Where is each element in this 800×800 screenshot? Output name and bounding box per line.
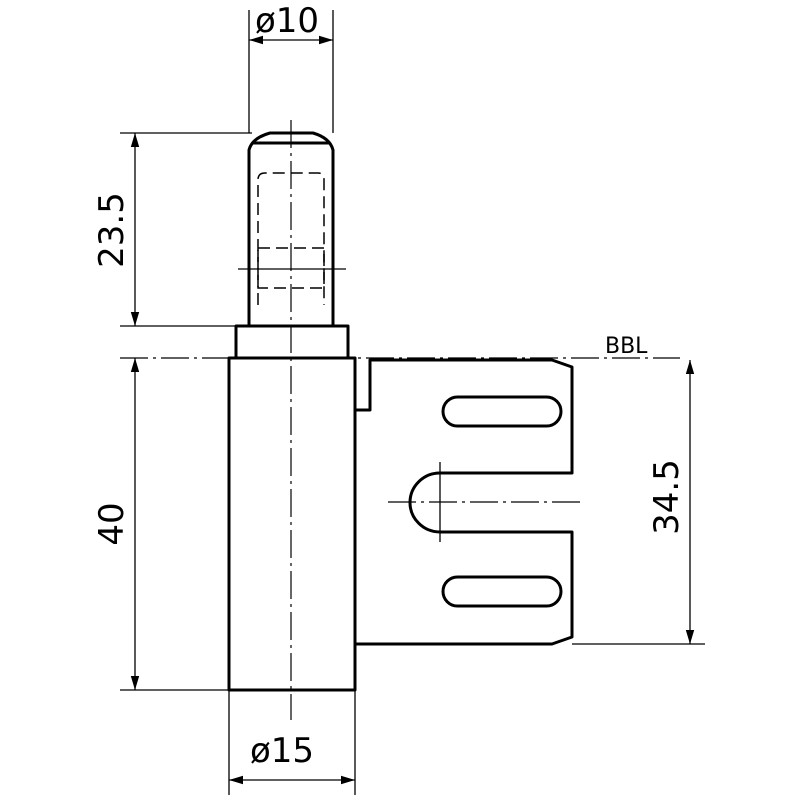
mounting-plate	[355, 358, 574, 646]
dim-plate-height: 34.5	[647, 459, 687, 535]
dim-barrel-length: 40	[92, 502, 132, 545]
dim-pin-diameter: ø10	[255, 1, 319, 41]
slot-bottom	[441, 575, 563, 608]
pin-hidden-detail	[257, 247, 325, 289]
barrel	[227, 356, 357, 692]
dim-pin-length: 23.5	[92, 192, 132, 268]
slot-top	[441, 395, 563, 428]
dim-barrel-diameter: ø15	[250, 731, 314, 771]
bbl-label: BBL	[605, 334, 648, 359]
collar	[234, 324, 350, 360]
